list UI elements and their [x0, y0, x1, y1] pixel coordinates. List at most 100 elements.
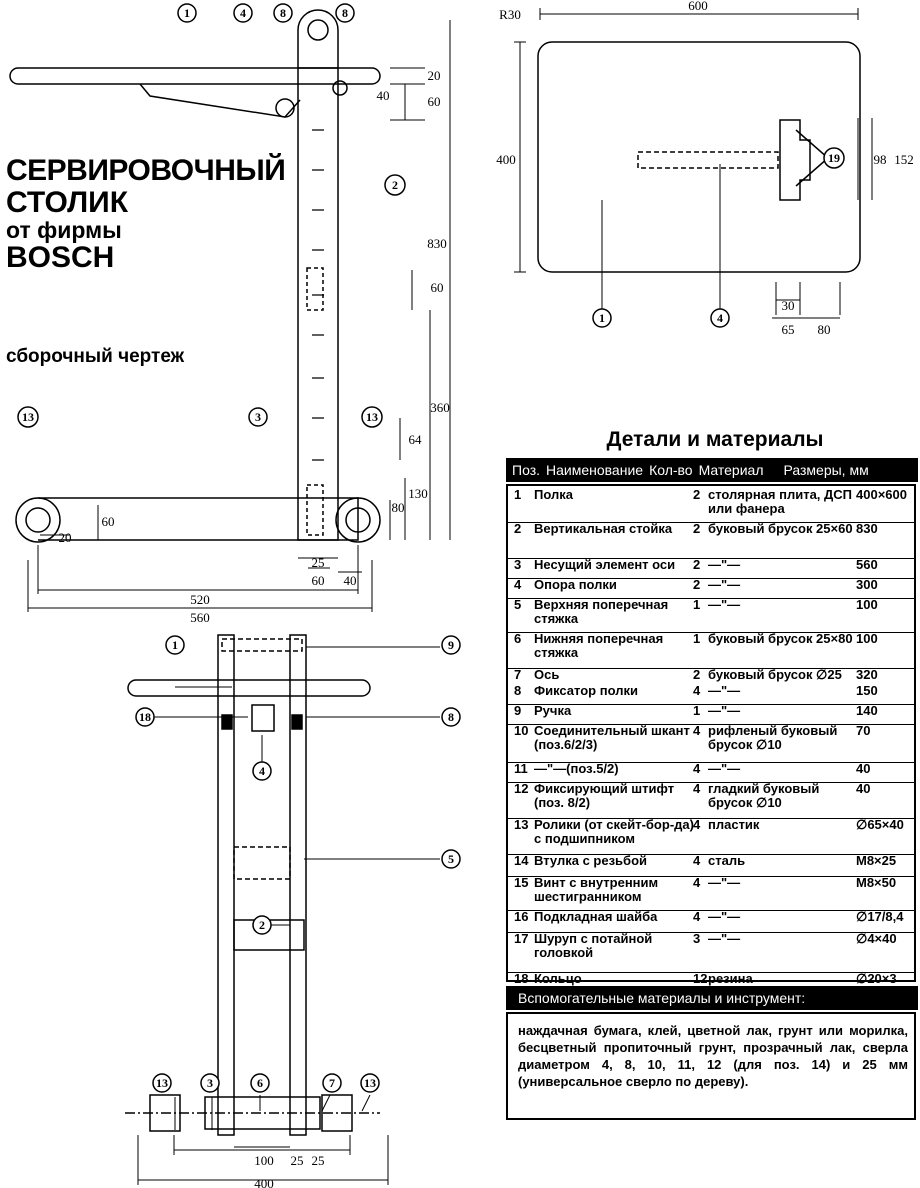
shelf-front — [127, 679, 371, 697]
name-cell: Ось — [534, 667, 560, 682]
parts-heading: Детали и материалы — [606, 428, 824, 451]
qty-cell: 12 — [693, 971, 708, 986]
size-cell: 40 — [856, 761, 871, 776]
name-cell: Фиксатор полки — [534, 683, 638, 698]
name-cell: Полка — [534, 487, 573, 502]
dim-520: 520 — [190, 592, 210, 607]
marker-3-front: 3 — [207, 1076, 213, 1090]
col-qty: Кол-во — [649, 462, 693, 478]
size-cell: 400×600 — [856, 487, 907, 502]
pos-cell: 13 — [514, 817, 529, 832]
side-view-drawing: 1 4 8 8 2 3 13 13 20 40 60 830 60 360 64… — [9, 3, 451, 625]
dim-25: 25 — [312, 555, 325, 570]
qty-cell: 4 — [693, 683, 701, 698]
material-cell: резина — [708, 971, 753, 986]
qty-cell: 2 — [693, 487, 701, 502]
name-cell: Вертикальная стойка — [534, 521, 673, 536]
size-cell: 830 — [856, 521, 878, 536]
dim-400-top: 400 — [496, 152, 516, 167]
material-cell: буковый брусок 25×60 — [708, 521, 853, 536]
material-cell: буковый брусок ∅25 — [708, 667, 842, 682]
name-cell: Шуруп с потайной головкой — [534, 931, 653, 960]
marker-3: 3 — [255, 410, 261, 424]
name-cell: Верхняя поперечная стяжка — [534, 597, 669, 626]
handle-block — [779, 119, 811, 201]
subtitle: сборочный чертеж — [6, 346, 185, 367]
row-divider — [508, 632, 914, 633]
title-block: СЕРВИРОВОЧНЫЙ СТОЛИК от фирмы BOSCH — [6, 154, 286, 275]
marker-13a: 13 — [22, 410, 34, 424]
size-cell: 300 — [856, 577, 878, 592]
marker-18: 18 — [139, 710, 151, 724]
qty-cell: 4 — [693, 853, 701, 868]
marker-5: 5 — [448, 852, 454, 866]
size-cell: M8×50 — [856, 875, 897, 890]
row-divider — [508, 910, 914, 911]
material-cell: —"— — [708, 557, 741, 572]
front-view-drawing: 1 9 18 8 4 5 2 13 3 6 7 13 100 25 25 400 — [125, 634, 461, 1188]
dim-20: 20 — [428, 68, 441, 83]
dim-25b: 25 — [312, 1153, 325, 1168]
marker-13-front-left: 13 — [156, 1076, 168, 1090]
pos-cell: 9 — [514, 703, 522, 718]
row-divider — [508, 876, 914, 877]
dim-80-top: 80 — [818, 322, 831, 337]
shelf-outline — [9, 67, 381, 85]
pos-cell: 16 — [514, 909, 529, 924]
title-line-1: СЕРВИРОВОЧНЫЙ — [6, 154, 286, 187]
col-name: Наименование — [546, 462, 644, 478]
marker-8-front: 8 — [448, 710, 454, 724]
material-cell: столярная плита, ДСП или фанера — [708, 487, 853, 516]
qty-cell: 4 — [693, 781, 701, 796]
row-divider — [508, 668, 914, 669]
qty-cell: 3 — [693, 931, 701, 946]
marker-2-front: 2 — [259, 918, 265, 932]
marker-8a: 8 — [280, 6, 286, 20]
marker-13b: 13 — [366, 410, 378, 424]
size-cell: 70 — [856, 723, 871, 738]
col-pos: Поз. — [512, 462, 540, 478]
parts-table-header: Поз. Наименование Кол-во Материал Размер… — [506, 458, 918, 482]
row-divider — [508, 972, 914, 973]
row-divider — [508, 762, 914, 763]
marker-4: 4 — [240, 6, 246, 20]
size-cell: ∅17/8,4 — [856, 909, 904, 924]
shelf-top — [537, 41, 861, 273]
dim-40b: 40 — [344, 573, 357, 588]
material-cell: —"— — [708, 683, 741, 698]
dim-60d: 60 — [312, 573, 325, 588]
dim-100: 100 — [254, 1153, 274, 1168]
row-divider — [508, 578, 914, 579]
qty-cell: 2 — [693, 521, 701, 536]
marker-19: 19 — [828, 151, 840, 165]
material-cell: сталь — [708, 853, 746, 868]
name-cell: Соединительный шкант (поз.6/2/3) — [534, 723, 690, 752]
qty-cell: 4 — [693, 875, 701, 890]
qty-cell: 1 — [693, 597, 701, 612]
qty-cell: 4 — [693, 909, 701, 924]
dim-20b: 20 — [59, 530, 72, 545]
row-divider — [508, 598, 914, 599]
name-cell: Втулка с резьбой — [534, 853, 648, 868]
marker-13-front-right: 13 — [364, 1076, 376, 1090]
dim-830: 830 — [427, 236, 447, 251]
qty-cell: 4 — [693, 761, 701, 776]
title-line-2: СТОЛИК — [6, 185, 129, 219]
size-cell: 100 — [856, 597, 878, 612]
material-cell: —"— — [708, 875, 741, 890]
row-divider — [508, 782, 914, 783]
title-line-4: BOSCH — [6, 241, 115, 275]
dim-560: 560 — [190, 610, 210, 625]
dim-130: 130 — [408, 486, 428, 501]
pos-cell: 15 — [514, 875, 529, 890]
size-cell: ∅4×40 — [856, 931, 897, 946]
dim-98: 98 — [874, 152, 887, 167]
pos-cell: 8 — [514, 683, 522, 698]
size-cell: M8×25 — [856, 853, 897, 868]
support-hidden — [637, 151, 779, 169]
material-cell: —"— — [708, 931, 741, 946]
col-size: Размеры, мм — [783, 462, 869, 478]
qty-cell: 4 — [693, 723, 701, 738]
row-divider — [508, 724, 914, 725]
